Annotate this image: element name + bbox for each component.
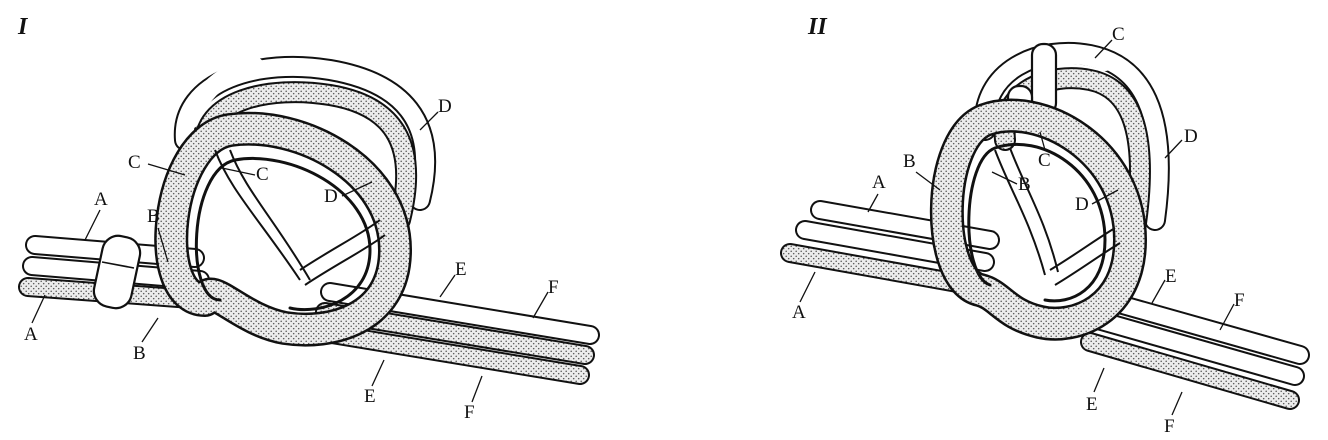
label-c-outer: C: [128, 152, 141, 173]
label-e-top: E: [455, 259, 467, 280]
label-d-outer: D: [438, 96, 452, 117]
label-f-top: F: [548, 277, 559, 298]
label-c-inner: C: [256, 164, 269, 185]
label-b-top: B: [147, 206, 160, 227]
figure-two-numeral: II: [807, 14, 828, 40]
label-f-bottom: F: [464, 402, 475, 423]
label-d-outer: D: [1184, 126, 1198, 147]
label-f-bottom: F: [1164, 416, 1175, 437]
label-e-bottom: E: [1086, 394, 1098, 415]
label-a-bottom: A: [792, 302, 806, 323]
label-c-inner: C: [1038, 150, 1051, 171]
figure-two: II: [780, 14, 1310, 437]
figure-one-seizing: [92, 234, 142, 310]
label-f-top: F: [1234, 290, 1245, 311]
label-b-bottom: B: [133, 343, 146, 364]
figure-one-main-loop: [154, 111, 412, 347]
label-c-outer: C: [1112, 24, 1125, 45]
figure-one: I: [17, 14, 600, 423]
label-a-bottom: A: [24, 324, 38, 345]
label-b-inner: B: [1018, 174, 1031, 195]
figure-one-labels: A A B B C C D D E E F F: [24, 96, 559, 423]
figure-two-cords: [780, 200, 1310, 410]
label-a-top: A: [94, 189, 108, 210]
label-d-inner: D: [324, 186, 338, 207]
figure-one-back-loops: [173, 55, 437, 231]
label-a-top: A: [872, 172, 886, 193]
label-e-bottom: E: [364, 386, 376, 407]
label-b-outer: B: [903, 151, 916, 172]
figure-two-back-loops: [973, 41, 1170, 241]
figure-one-numeral: I: [17, 14, 29, 40]
figure-two-main-loop: [929, 98, 1147, 341]
figure-two-labels: A A B B C C D D E E F F: [792, 24, 1245, 437]
label-e-top: E: [1165, 266, 1177, 287]
label-d-inner: D: [1075, 194, 1089, 215]
